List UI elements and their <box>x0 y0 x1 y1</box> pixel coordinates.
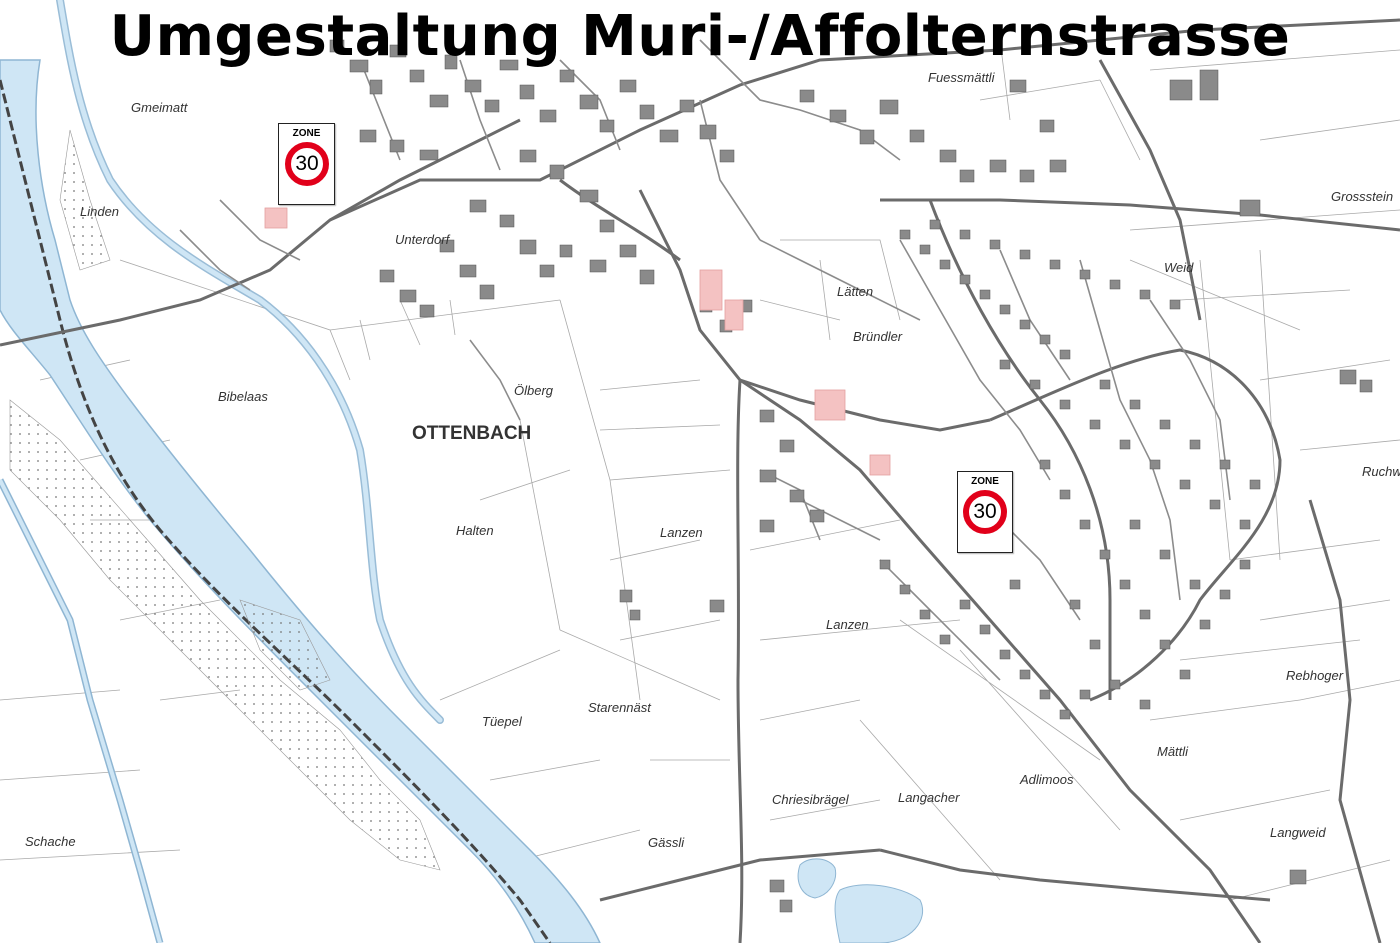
label-langweid: Langweid <box>1270 825 1326 840</box>
label-schache: Schache <box>25 834 76 849</box>
zone-30-sign: ZONE 30 <box>957 471 1013 553</box>
zone-text: ZONE <box>292 128 321 139</box>
label-maettli: Mättli <box>1157 744 1189 759</box>
label-linden: Linden <box>80 204 120 219</box>
zone-text: ZONE <box>971 476 999 487</box>
label-grossstein: Grossstein <box>1331 189 1394 204</box>
label-lanzen-south: Lanzen <box>826 617 869 632</box>
ponds <box>797 858 924 943</box>
speed-limit-ring: 30 <box>963 490 1007 534</box>
label-unterdorf: Unterdorf <box>395 232 450 247</box>
highlighted-parcels <box>264 207 891 476</box>
river-reuss <box>0 0 601 943</box>
label-fuessmaettli: Fuessmättli <box>928 70 995 85</box>
label-rebhoger: Rebhoger <box>1286 668 1344 683</box>
label-bibelaas: Bibelaas <box>218 389 268 404</box>
speed-limit-number: 30 <box>295 152 319 175</box>
label-laetten: Lätten <box>837 284 874 299</box>
label-bruendler: Bründler <box>853 329 903 344</box>
canal <box>0 478 164 943</box>
wetland-areas <box>9 129 441 871</box>
label-halten: Halten <box>456 523 494 538</box>
residential-area <box>619 219 1307 913</box>
buildings <box>329 39 1373 393</box>
label-adlimoos: Adlimoos <box>1020 772 1074 787</box>
zone-30-sign: ZONE 30 <box>278 123 335 205</box>
map-title: Umgestaltung Muri-/Affolternstrasse <box>109 4 1291 69</box>
speed-limit-ring: 30 <box>285 142 329 186</box>
speed-limit-number: 30 <box>973 500 997 523</box>
label-ottenbach: OTTENBACH <box>412 423 532 444</box>
label-tuepel: Tüepel <box>482 714 522 729</box>
label-gmeimatt: Gmeimatt <box>131 100 188 115</box>
label-chriesibraegel: Chriesibrägel <box>772 792 849 807</box>
label-lanzen-north: Lanzen <box>660 525 703 540</box>
roads <box>0 18 1400 943</box>
railway <box>0 79 552 943</box>
label-gaessli: Gässli <box>648 835 685 850</box>
label-ruchw: Ruchw <box>1362 464 1400 479</box>
label-langacher: Langacher <box>898 790 960 805</box>
label-oelberg: Ölberg <box>514 383 554 398</box>
label-starennaest: Starennäst <box>588 700 651 715</box>
label-weid: Weid <box>1164 260 1194 275</box>
